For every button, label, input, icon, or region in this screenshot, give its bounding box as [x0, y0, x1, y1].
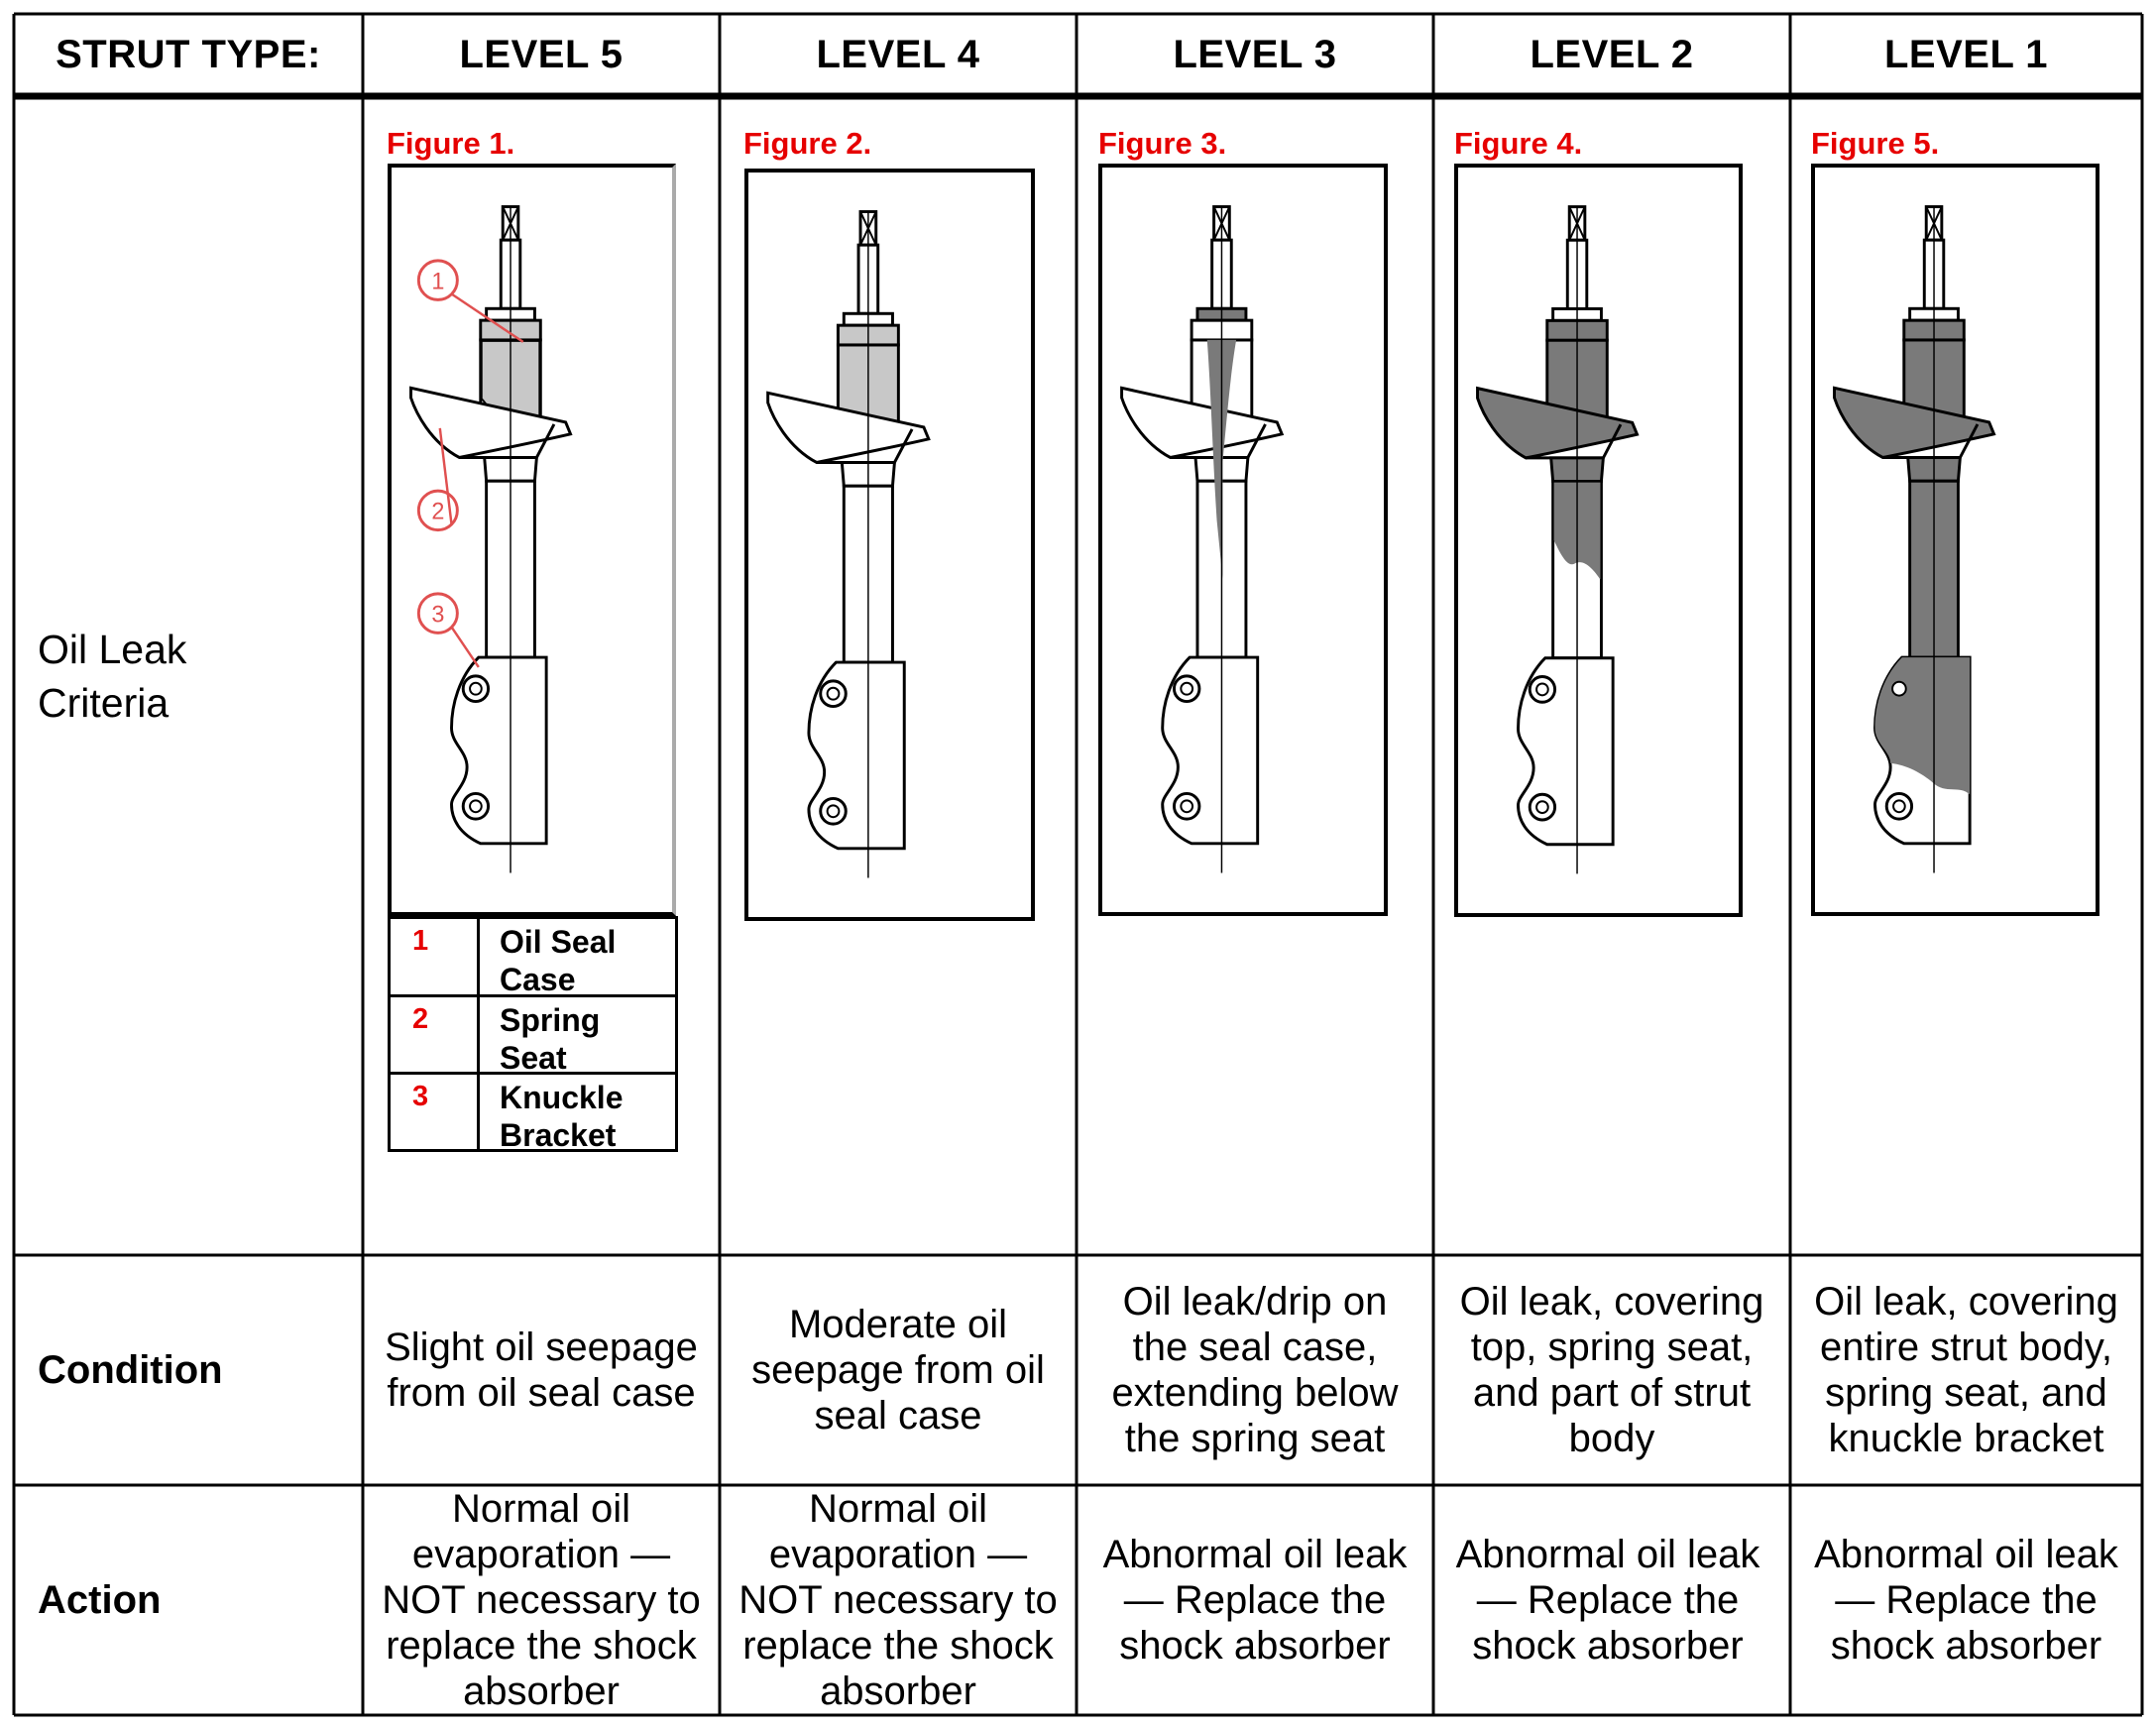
- row-label-condition: Condition: [38, 1348, 223, 1392]
- header-level-3: LEVEL 3: [1173, 32, 1337, 76]
- action-level-2: Abnormal oil leak — Replace the shock ab…: [1455, 1533, 1760, 1668]
- legend-row: 2 Spring Seat: [391, 994, 675, 1076]
- condition-level-4: Moderate oil seepage from oil seal case: [751, 1303, 1045, 1438]
- svg-text:2: 2: [431, 499, 444, 524]
- legend-name: Oil Seal Case: [500, 924, 617, 997]
- action-level-3: Abnormal oil leak — Replace the shock ab…: [1102, 1533, 1408, 1668]
- figure-2-label: Figure 2.: [743, 126, 872, 161]
- figure-1-legend: 1 Oil Seal Case 2 Spring Seat 3 Knuckle …: [388, 916, 678, 1153]
- legend-row: 3 Knuckle Bracket: [391, 1072, 675, 1153]
- figure-5-label: Figure 5.: [1811, 126, 1940, 161]
- figure-4-strut-diagram: [1454, 164, 1743, 917]
- row-label-action: Action: [38, 1578, 162, 1622]
- figure-2-strut-diagram: [744, 169, 1035, 921]
- figure-3-strut-diagram: [1098, 164, 1388, 916]
- header-level-4: LEVEL 4: [816, 32, 980, 76]
- header-strut-type: STRUT TYPE:: [56, 32, 321, 76]
- figure-3-label: Figure 3.: [1098, 126, 1227, 161]
- figure-1-label: Figure 1.: [387, 126, 515, 161]
- svg-text:1: 1: [431, 268, 444, 293]
- condition-level-5: Slight oil seepage from oil seal case: [385, 1325, 698, 1415]
- condition-level-3: Oil leak/drip on the seal case, extendin…: [1111, 1280, 1399, 1460]
- legend-number: 2: [391, 997, 480, 1072]
- header-level-1: LEVEL 1: [1883, 32, 2049, 76]
- header-level-5: LEVEL 5: [459, 32, 624, 76]
- figure-5-strut-diagram: [1811, 164, 2099, 916]
- action-level-1: Abnormal oil leak — Replace the shock ab…: [1814, 1533, 2118, 1668]
- legend-name: Knuckle Bracket: [500, 1080, 624, 1153]
- header-level-2: LEVEL 2: [1530, 32, 1694, 76]
- condition-level-1: Oil leak, covering entire strut body, sp…: [1814, 1280, 2118, 1460]
- legend-number: 1: [391, 919, 480, 994]
- legend-row: 1 Oil Seal Case: [391, 919, 675, 997]
- row-label-oil-leak-criteria: Oil Leak Criteria: [38, 627, 187, 726]
- condition-level-2: Oil leak, covering top, spring seat, and…: [1459, 1280, 1764, 1460]
- figure-1-strut-diagram: 1 2 3: [388, 164, 676, 916]
- legend-number: 3: [391, 1075, 480, 1149]
- action-level-4: Normal oil evaporation — NOT necessary t…: [738, 1487, 1058, 1713]
- legend-name: Spring Seat: [500, 1002, 601, 1076]
- figure-4-label: Figure 4.: [1454, 126, 1583, 161]
- svg-text:3: 3: [431, 601, 444, 627]
- action-level-5: Normal oil evaporation — NOT necessary t…: [382, 1487, 701, 1713]
